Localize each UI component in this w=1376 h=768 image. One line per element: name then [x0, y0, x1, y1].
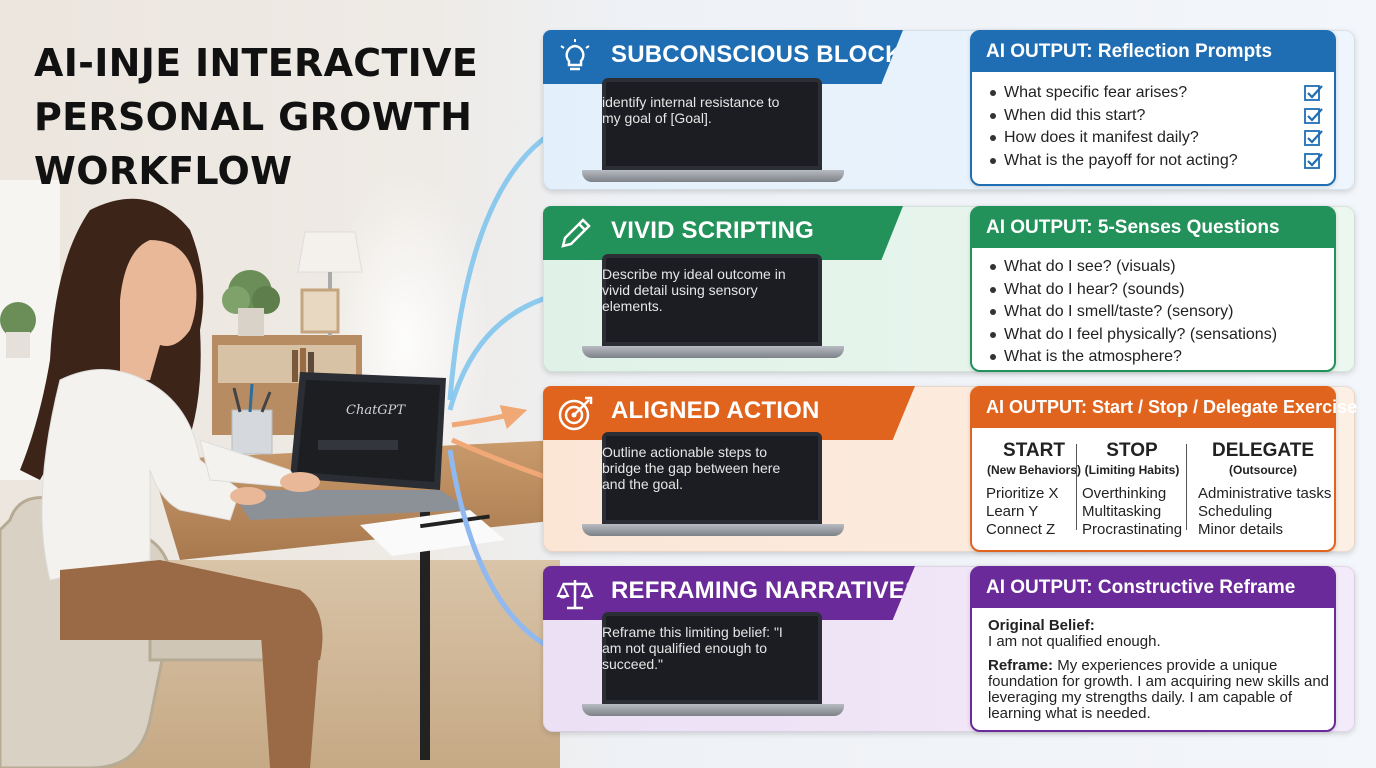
list-item: Multitasking — [1082, 503, 1162, 520]
checkbox-checked-icon — [1304, 107, 1323, 124]
prompt-text: identify internal resistance to my goal … — [602, 94, 780, 126]
pencil-icon — [561, 218, 591, 248]
notepad — [360, 510, 505, 556]
list-item: What do I smell/taste? (sensory) — [988, 301, 1318, 324]
list-item: What do I see? (visuals) — [988, 256, 1318, 279]
checkbox-checked-icon — [1304, 152, 1323, 169]
lightbulb-icon — [560, 39, 590, 71]
column-delegate: DELEGATE (Outsource) Administrative task… — [1198, 440, 1332, 538]
reframe-content: Original Belief: I am not qualified enou… — [988, 618, 1330, 722]
step-title: ALIGNED ACTION — [611, 397, 820, 424]
step-tab-vivid-scripting: VIVID SCRIPTING — [543, 206, 903, 260]
output-box-reflection: AI OUTPUT: Reflection Prompts What speci… — [970, 30, 1336, 186]
list-item: What is the payoff for not acting? — [988, 150, 1323, 173]
list-item: How does it manifest daily? — [988, 127, 1323, 150]
original-belief-label: Original Belief: — [988, 617, 1095, 634]
page-title: AI-INJE INTERACTIVE PERSONAL GROWTH WORK… — [34, 36, 514, 198]
arrow-to-action-1 — [451, 405, 528, 429]
column-stop: STOP (Limiting Habits) Overthinking Mult… — [1082, 440, 1183, 538]
list-item: Overthinking — [1082, 485, 1167, 502]
list-item: Learn Y — [986, 503, 1039, 520]
column-divider — [1076, 444, 1077, 530]
step-tab-aligned-action: ALIGNED ACTION — [543, 386, 915, 440]
prompt-laptop-4: Reframe this limiting belief: "I am not … — [582, 612, 844, 718]
prompt-text: Describe my ideal outcome in vivid detai… — [602, 266, 786, 314]
pen-cup — [231, 409, 273, 455]
checkbox-checked-icon — [1304, 85, 1323, 101]
lamp — [297, 231, 363, 273]
list-item: What specific fear arises? — [988, 82, 1323, 105]
list-item: What do I hear? (sounds) — [988, 279, 1318, 302]
output-box-start-stop-delegate: AI OUTPUT: Start / Stop / Delegate Exerc… — [970, 386, 1357, 552]
list-item: Prioritize X — [986, 485, 1059, 502]
output-title: AI OUTPUT: 5-Senses Questions — [972, 208, 1334, 248]
output-box-reframe: AI OUTPUT: Constructive Reframe Original… — [970, 566, 1336, 732]
prompt-text: Reframe this limiting belief: "I am not … — [602, 624, 783, 672]
list-item: Scheduling — [1198, 503, 1273, 520]
original-belief-text: I am not qualified enough. — [988, 633, 1161, 650]
woman-blouse — [41, 369, 241, 581]
list-item: When did this start? — [988, 105, 1323, 128]
prompt-text: Outline actionable steps to bridge the g… — [602, 444, 781, 492]
prompt-laptop-1: identify internal resistance to my goal … — [582, 78, 844, 184]
target-icon — [558, 396, 593, 431]
reframe-text: My experiences provide a unique foundati… — [988, 657, 1330, 722]
woman-face — [120, 240, 197, 380]
woman-pants — [60, 560, 323, 660]
step-title: VIVID SCRIPTING — [611, 217, 815, 244]
checkbox-checked-icon — [1304, 130, 1323, 147]
step-title: SUBCONSCIOUS BLOCKS — [611, 41, 919, 68]
list-item: Connect Z — [986, 521, 1056, 538]
step-title: REFRAMING NARRATIVES — [611, 577, 922, 604]
output-title: AI OUTPUT: Reflection Prompts — [972, 32, 1334, 72]
scales-icon — [556, 580, 594, 610]
output-title: AI OUTPUT: Start / Stop / Delegate Exerc… — [972, 388, 1357, 428]
title-line-2: PERSONAL GROWTH — [34, 95, 473, 139]
output-list: What specific fear arises? When did this… — [972, 72, 1334, 172]
list-item: Minor details — [1198, 521, 1284, 538]
chatgpt-logo-text: ChatGPT — [346, 403, 406, 418]
title-line-3: WORKFLOW — [34, 149, 293, 193]
reframe-label: Reframe: — [988, 657, 1054, 674]
step-tab-subconscious-blocks: SUBCONSCIOUS BLOCKS — [543, 30, 903, 84]
prompt-laptop-2: Describe my ideal outcome in vivid detai… — [582, 254, 844, 360]
list-item: What is the atmosphere? — [988, 346, 1318, 369]
prompt-laptop-3: Outline actionable steps to bridge the g… — [582, 432, 844, 538]
list-item: Administrative tasks — [1198, 485, 1332, 502]
column-start: START (New Behaviors) Prioritize X Learn… — [986, 440, 1082, 538]
column-divider — [1186, 444, 1187, 530]
list-item: What do I feel physically? (sensations) — [988, 324, 1318, 347]
output-box-senses: AI OUTPUT: 5-Senses Questions What do I … — [970, 206, 1336, 372]
output-title: AI OUTPUT: Constructive Reframe — [972, 568, 1334, 608]
output-list: What do I see? (visuals) What do I hear?… — [972, 248, 1334, 369]
step-tab-reframing-narratives: REFRAMING NARRATIVES — [543, 566, 915, 620]
list-item: Procrastinating — [1082, 521, 1183, 538]
title-line-1: AI-INJE INTERACTIVE — [34, 41, 479, 85]
